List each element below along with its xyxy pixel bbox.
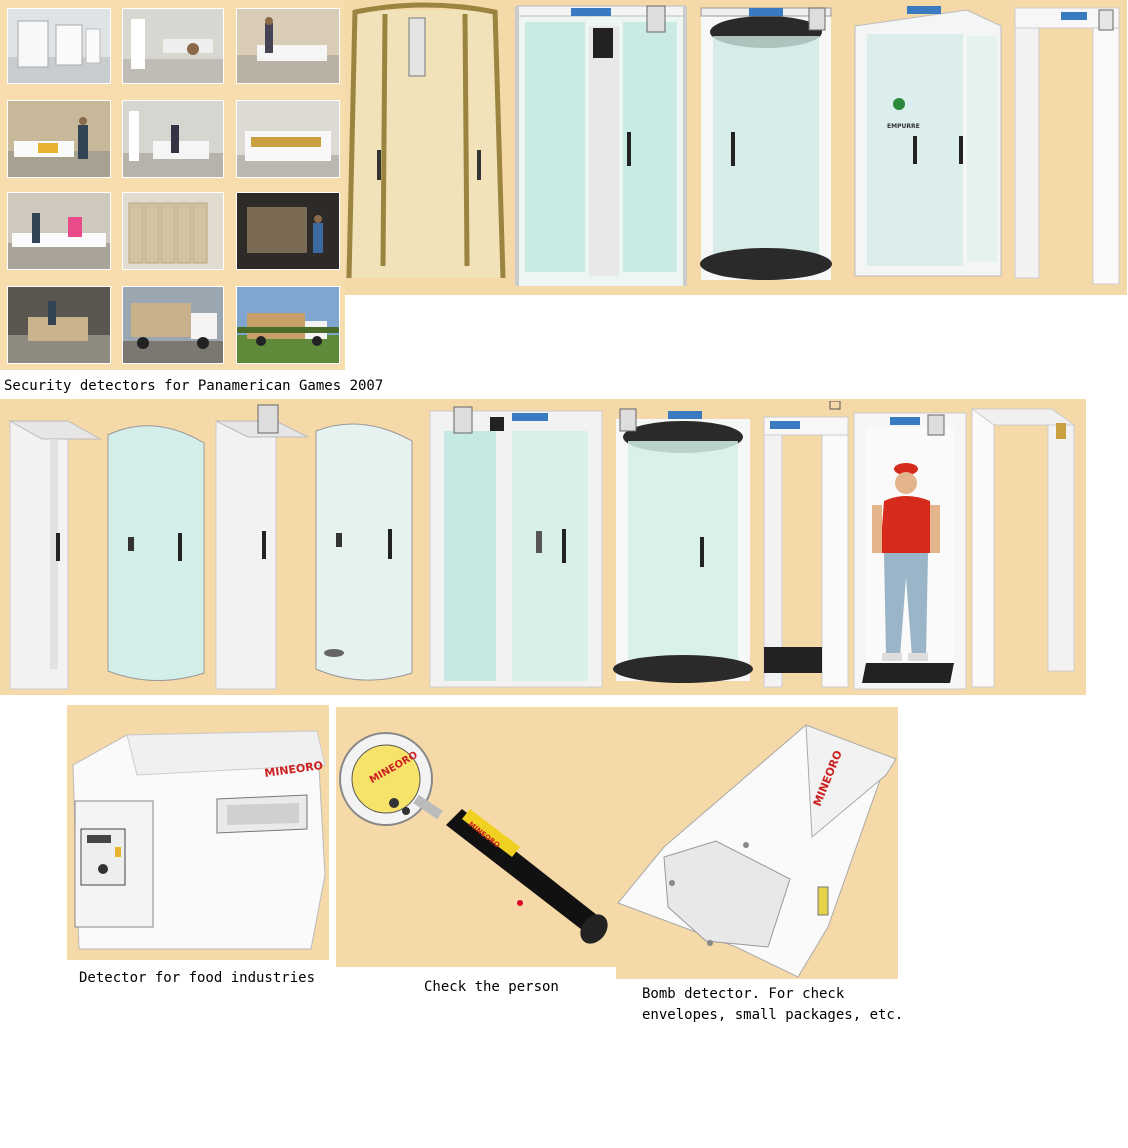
factory-photo-grid [0, 0, 345, 370]
booth-open-door-2 [212, 401, 414, 691]
archway-detector-2 [968, 405, 1084, 691]
factory-photo [7, 100, 111, 178]
factory-photo [236, 192, 340, 270]
factory-photo [236, 100, 340, 178]
archway-black-mat [760, 401, 852, 691]
booth-round-black-base [695, 2, 837, 290]
svg-text:EMPURRE: EMPURRE [887, 123, 920, 130]
booth-gold-revolving [345, 0, 508, 282]
caption-bomb-line1: Bomb detector. For check [642, 986, 845, 1002]
factory-photo [122, 286, 224, 364]
booth-glass-revolving-1 [511, 2, 691, 294]
factory-photo [236, 8, 340, 84]
factory-photo [7, 192, 111, 270]
archway-detector [1009, 0, 1125, 288]
factory-photo [7, 286, 111, 364]
handheld-metal-detector: MINEORO MINEORO [336, 707, 618, 967]
booth-round-black-base-2 [610, 407, 756, 691]
booth-strip-top: EMPURRE [345, 0, 1127, 295]
factory-photo [236, 286, 340, 364]
factory-photo [122, 100, 224, 178]
archway-with-person [852, 407, 968, 691]
booth-square-glass: EMPURRE [841, 0, 1007, 280]
caption-bomb-line2: envelopes, small packages, etc. [642, 1007, 904, 1023]
factory-photo [7, 8, 111, 84]
booth-strip-middle [0, 399, 1086, 695]
caption-panamerican: Security detectors for Panamerican Games… [4, 378, 384, 394]
booth-open-door-1 [4, 403, 208, 693]
factory-photo [122, 8, 224, 84]
food-industry-detector: MINEORO [67, 705, 329, 960]
booth-glass-door-3 [426, 405, 606, 691]
factory-photo [122, 192, 224, 270]
caption-person: Check the person [424, 979, 559, 995]
bomb-detector: MINEORO [616, 707, 898, 979]
caption-food: Detector for food industries [79, 970, 316, 986]
